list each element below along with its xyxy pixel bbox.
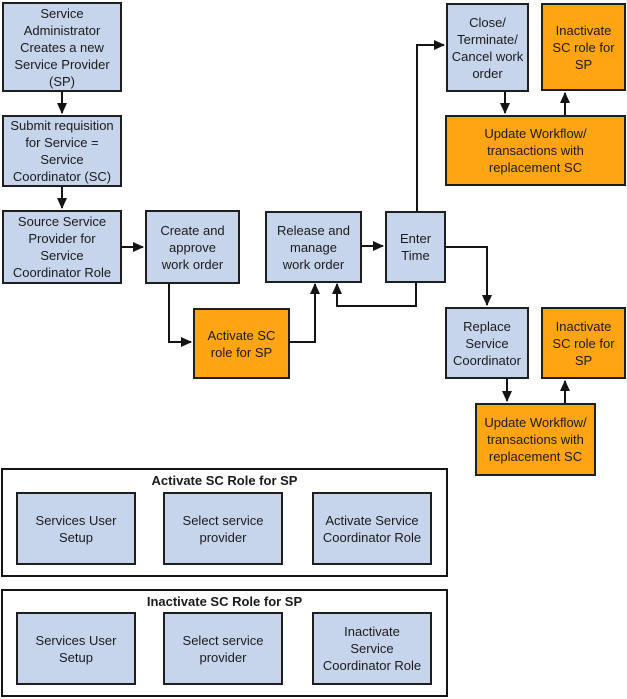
connector-entertime-to-replace [446,246,492,306]
node-service-admin: Service Administrator Creates a new Serv… [2,2,122,92]
node-activate-select-service-provider: Select service provider [163,492,283,565]
node-activate-coordinator-role: Activate Service Coordinator Role [312,492,432,565]
node-update-workflow-top: Update Workflow/ transactions with repla… [445,115,626,186]
node-inactivate-sc-role-top: Inactivate SC role for SP [541,3,626,91]
group-inactivate-title: Inactivate SC Role for SP [146,594,303,609]
node-submit-requisition: Submit requisition for Service = Service… [2,115,122,187]
node-inactivate-sc-role-mid: Inactivate SC role for SP [541,307,626,379]
connector-entertime-to-release-loop [332,282,417,307]
group-activate-title: Activate SC Role for SP [151,473,298,488]
node-create-work-order: Create and approve work order [145,210,240,284]
node-release-work-order: Release and manage work order [265,211,362,283]
connector-entertime-to-close [416,40,445,211]
node-activate-sc-role: Activate SC role for SP [193,308,290,379]
node-replace-coordinator: Replace Service Coordinator [445,307,529,379]
node-close-work-order: Close/ Terminate/ Cancel work order [446,3,529,92]
node-update-workflow-mid: Update Workflow/ transactions with repla… [475,403,596,476]
node-inactivate-services-user-setup: Services User Setup [16,612,136,685]
connector-activate-to-release [290,283,320,343]
node-source-provider: Source Service Provider for Service Coor… [2,210,122,284]
node-activate-services-user-setup: Services User Setup [16,492,136,565]
node-inactivate-coordinator-role: Inactivate Service Coordinator Role [312,612,432,685]
node-enter-time: Enter Time [385,211,446,283]
node-inactivate-select-service-provider: Select service provider [163,612,283,685]
connector-create-to-activate [168,283,192,347]
